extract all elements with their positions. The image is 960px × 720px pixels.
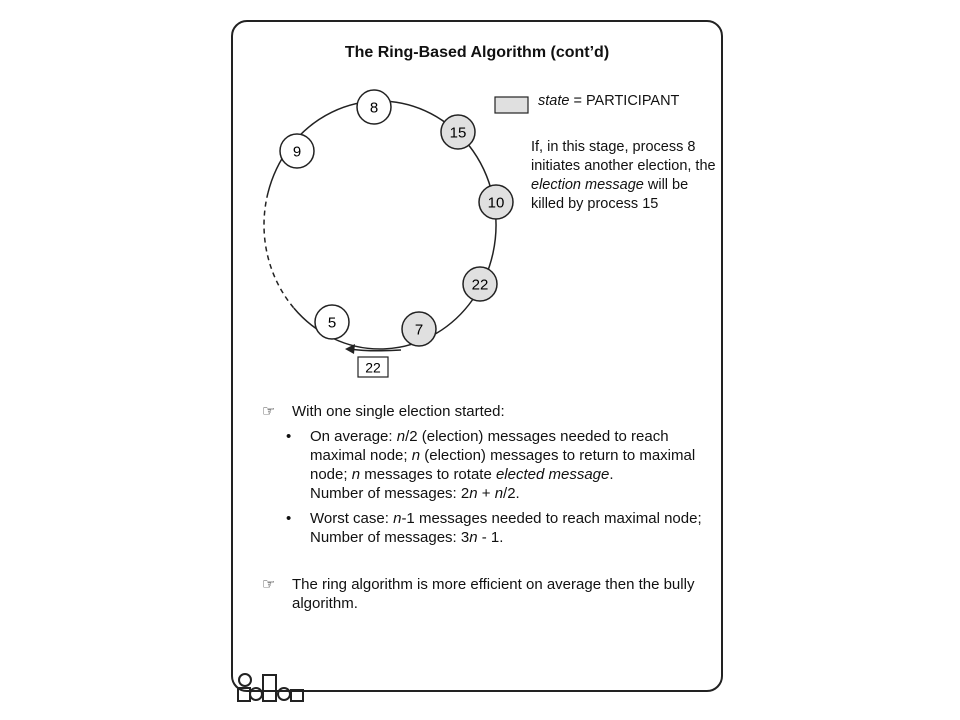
ring-node: 15 [440, 114, 476, 150]
ring-node-circle [279, 133, 315, 169]
text-run: - 1. [477, 529, 504, 546]
text-run: messages to rotate [360, 466, 496, 483]
bullet-list: ☞With one single election started:•On av… [262, 402, 712, 613]
ring-node-circle [401, 311, 437, 347]
ring-node-circle [440, 114, 476, 150]
bullet-text: With one single election started: [292, 403, 505, 420]
ring-node-label: 5 [328, 315, 336, 332]
ring-node-label: 8 [370, 100, 378, 117]
slide-frame [231, 20, 723, 692]
note-text: If, in this stage, process 8 initiates a… [531, 138, 716, 214]
legend-italic: state [538, 93, 570, 109]
legend-swatch [494, 96, 529, 114]
ring-node-circle [462, 266, 498, 302]
message-box [357, 356, 389, 378]
italic-term: n [469, 529, 478, 546]
pointing-hand-icon: ☞ [262, 403, 276, 420]
italic-term: n [494, 485, 504, 502]
ring-node-circle [478, 184, 514, 220]
text-run: /2. [503, 485, 520, 502]
text-run: If, in this stage, process 8 initiates a… [531, 139, 720, 174]
message-indicator: 22 [345, 344, 402, 378]
italic-term: n [396, 428, 406, 445]
sub-bullet-text: Worst case: n-1 messages needed to reach… [310, 510, 702, 546]
italic-term: elected message [495, 466, 610, 483]
italic-term: n [411, 447, 421, 464]
italic-term: n [469, 485, 478, 502]
slide-title: The Ring-Based Algorithm (cont’d) [344, 44, 610, 61]
ring-arc-dashed [263, 192, 295, 309]
sub-bullet-list: • On average: n/2 (election) messages nee… [262, 427, 712, 547]
bullet-dot-icon: • [286, 510, 292, 527]
bullet-text: The ring algorithm is more efficient on … [292, 576, 699, 612]
ring-node-label: 9 [293, 144, 301, 161]
sub-bullet-text: On average: n/2 (election) messages need… [310, 428, 699, 502]
bullet-item: ☞ With one single election started: [262, 402, 712, 421]
text-run: -1 messages needed to reach maximal node… [310, 510, 702, 546]
text-run: (election) messages to return to maximal… [310, 447, 700, 483]
italic-term: n [393, 510, 402, 527]
text-run: Worst case: [310, 510, 394, 527]
message-box-label: 22 [365, 360, 381, 376]
sub-bullet-item: • On average: n/2 (election) messages nee… [262, 427, 712, 503]
bullet-spacer [262, 553, 712, 575]
text-run: . Number of messages: 2 [310, 466, 614, 502]
legend-label: state = PARTICIPANT [538, 93, 679, 109]
ring-node: 8 [356, 89, 392, 125]
ring-node: 5 [314, 304, 350, 340]
text-run: /2 (election) messages needed to reach m… [310, 428, 673, 464]
text-run: On average: [310, 428, 397, 445]
ring-nodes: 8 15 10 22 7 5 9 [279, 89, 514, 347]
legend-rest: = PARTICIPANT [569, 93, 680, 109]
logo-icon [237, 673, 304, 702]
ring-node-label: 7 [415, 322, 423, 339]
bullet-item: ☞ The ring algorithm is more efficient on… [262, 575, 712, 613]
text-run: will be killed by process 15 [531, 177, 693, 212]
ring-node: 10 [478, 184, 514, 220]
ring-node: 9 [279, 133, 315, 169]
ring-node-label: 22 [472, 277, 489, 294]
ring-node-label: 15 [450, 125, 467, 142]
sub-bullet-item: • Worst case: n-1 messages needed to reac… [262, 509, 712, 547]
bullet-dot-icon: • [286, 428, 292, 445]
message-arrowhead-icon [345, 344, 355, 354]
ring-node-circle [314, 304, 350, 340]
italic-term: election message [531, 177, 644, 193]
text-run: + [477, 485, 495, 502]
ring-diagram: 8 15 10 22 7 5 9 22 [263, 89, 529, 378]
ring-node-label: 10 [488, 195, 505, 212]
italic-term: n [351, 466, 361, 483]
pointing-hand-icon: ☞ [262, 576, 276, 593]
ring-node: 7 [401, 311, 437, 347]
ring-node: 22 [462, 266, 498, 302]
ring-node-circle [356, 89, 392, 125]
